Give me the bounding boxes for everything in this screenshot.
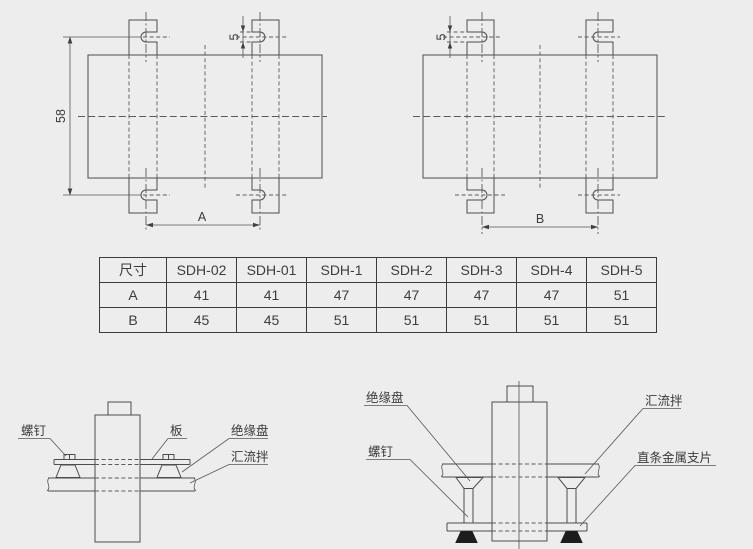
busbar-break-left (46, 477, 50, 492)
assembly-detail-left: 螺钉 板 绝缘盘 汇流拌 (18, 401, 269, 543)
clip-bottom-left (128, 177, 158, 214)
leader-screw (18, 438, 67, 457)
leader-busbar (584, 408, 681, 475)
insulator-cap (107, 401, 132, 416)
table-cell: 47 (516, 282, 587, 308)
insulator-column (491, 401, 548, 542)
screw-stem-left (463, 488, 474, 524)
table-cell: 47 (306, 282, 377, 308)
clip-top-left (128, 19, 158, 56)
clip-bottom-right (251, 177, 280, 214)
plan-view-b: 5 B (413, 12, 667, 234)
table-cell: 51 (306, 307, 377, 333)
dim-58-label: 58 (54, 109, 68, 123)
clip-bottom-left (466, 177, 495, 214)
table-header-cell: SDH-01 (236, 257, 307, 283)
label-busbar: 汇流拌 (645, 393, 683, 408)
leader-plate (151, 438, 187, 460)
assembly-detail-right: 绝缘盘 汇流拌 螺钉 直条金属支片 (364, 381, 716, 549)
table-header-row: 尺寸 SDH-02 SDH-01 SDH-1 SDH-2 SDH-3 SDH-4… (99, 257, 657, 283)
foot-left (455, 531, 478, 543)
clip-top-right (251, 19, 280, 56)
table-cell: 51 (586, 307, 657, 333)
table-cell: 51 (516, 307, 587, 333)
table-cell: A (99, 282, 167, 308)
table-header-cell: SDH-4 (516, 257, 587, 283)
label-metal-strip: 直条金属支片 (637, 450, 712, 465)
insulator-cap (506, 385, 534, 403)
label-screw: 螺钉 (368, 445, 394, 459)
insulation-disc-left (455, 477, 485, 489)
insulation-disc-right (156, 464, 182, 478)
label-insulation-disc: 绝缘盘 (231, 423, 269, 438)
clip-top-right (585, 19, 614, 56)
foot-right (560, 531, 583, 543)
table-cell: 41 (236, 282, 307, 308)
table-header-cell: 尺寸 (99, 257, 167, 283)
dim-b-label: B (536, 212, 544, 226)
label-busbar: 汇流拌 (231, 449, 269, 464)
table-header-cell: SDH-1 (306, 257, 377, 283)
busbar-break-right (193, 477, 197, 492)
table-cell: 45 (236, 307, 307, 333)
table-header-cell: SDH-02 (166, 257, 237, 283)
insulation-disc-left (55, 464, 81, 478)
table-cell: 47 (446, 282, 517, 308)
table-row-a: A 41 41 47 47 47 47 51 (99, 282, 657, 308)
dim-5-label-right: 5 (435, 33, 449, 40)
leader-screw (366, 459, 469, 518)
label-screw: 螺钉 (21, 424, 47, 438)
table-cell: 45 (166, 307, 237, 333)
dimension-table: 尺寸 SDH-02 SDH-01 SDH-1 SDH-2 SDH-3 SDH-4… (99, 257, 657, 333)
table-cell: 51 (586, 282, 657, 308)
table-cell: B (99, 307, 167, 333)
table-cell: 51 (446, 307, 517, 333)
table-header-cell: SDH-3 (446, 257, 517, 283)
clip-top-left (466, 19, 495, 56)
dim-5-label-left: 5 (228, 33, 242, 40)
leader-metal-strip (579, 465, 716, 527)
table-row-b: B 45 45 51 51 51 51 51 (99, 307, 657, 333)
leader-busbar (189, 464, 268, 484)
screw-stem-right (566, 488, 577, 524)
insulator-column (94, 414, 141, 543)
dim-a-label: A (198, 210, 207, 224)
clip-bottom-right (585, 177, 614, 214)
label-plate: 板 (170, 424, 183, 438)
table-cell: 47 (376, 282, 447, 308)
busbar-break-right (597, 463, 601, 478)
label-insulation-disc: 绝缘盘 (366, 390, 404, 405)
plan-view-a: 58 5 A (54, 12, 327, 232)
leader-insulation-disc (364, 405, 471, 482)
leader-insulation-disc (181, 438, 268, 473)
table-header-cell: SDH-5 (586, 257, 657, 283)
busbar-break-left (440, 463, 444, 478)
insulation-disc-right (556, 477, 587, 489)
table-cell: 41 (166, 282, 237, 308)
table-header-cell: SDH-2 (376, 257, 447, 283)
table-cell: 51 (376, 307, 447, 333)
